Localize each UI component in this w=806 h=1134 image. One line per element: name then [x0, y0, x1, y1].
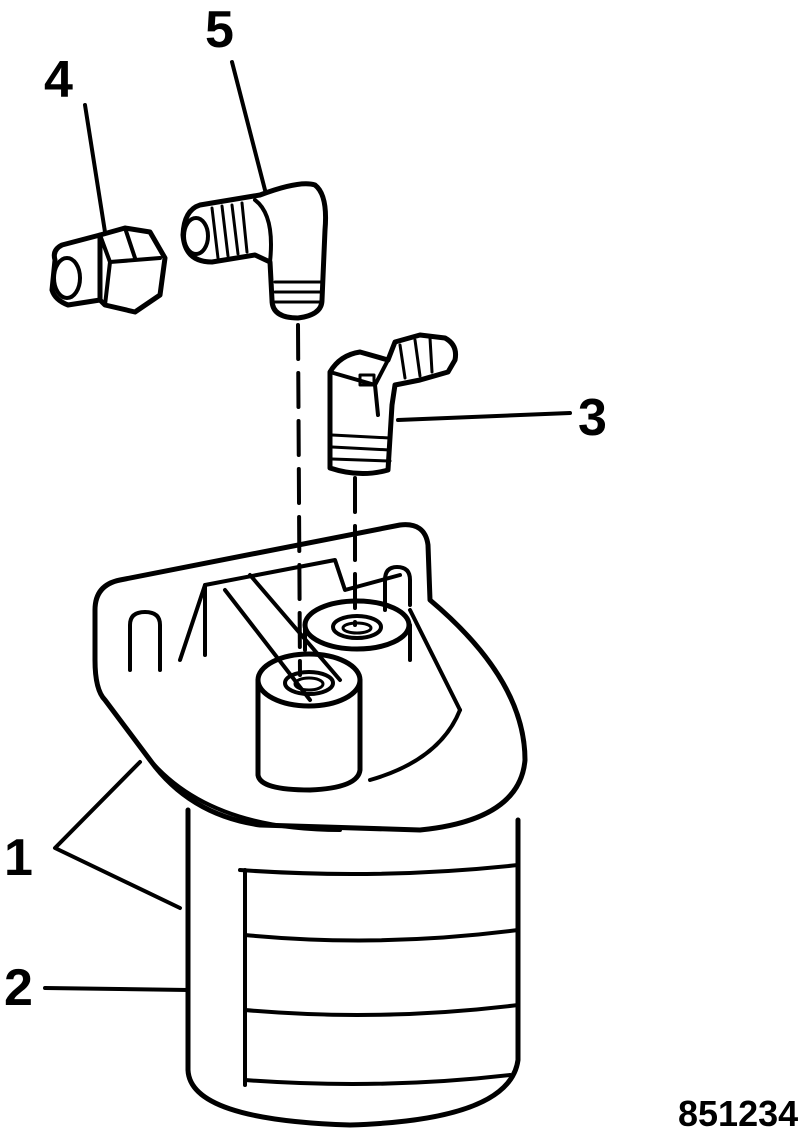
flare-nut	[49, 225, 168, 315]
callout-label-3: 3	[578, 389, 607, 447]
filter-head	[92, 522, 528, 833]
callout-label-1: 1	[4, 829, 33, 887]
callout-label-5: 5	[205, 1, 234, 59]
callout-label-2: 2	[4, 959, 33, 1017]
barbed-elbow-fitting	[327, 332, 458, 476]
callout-label-4: 4	[44, 51, 73, 109]
assembly-center-lines	[296, 323, 357, 677]
figure-reference-number: 851234	[678, 1093, 799, 1134]
filter-cartridge	[185, 807, 521, 1128]
callout-leaders	[43, 60, 572, 992]
elbow-fitting	[180, 181, 328, 321]
